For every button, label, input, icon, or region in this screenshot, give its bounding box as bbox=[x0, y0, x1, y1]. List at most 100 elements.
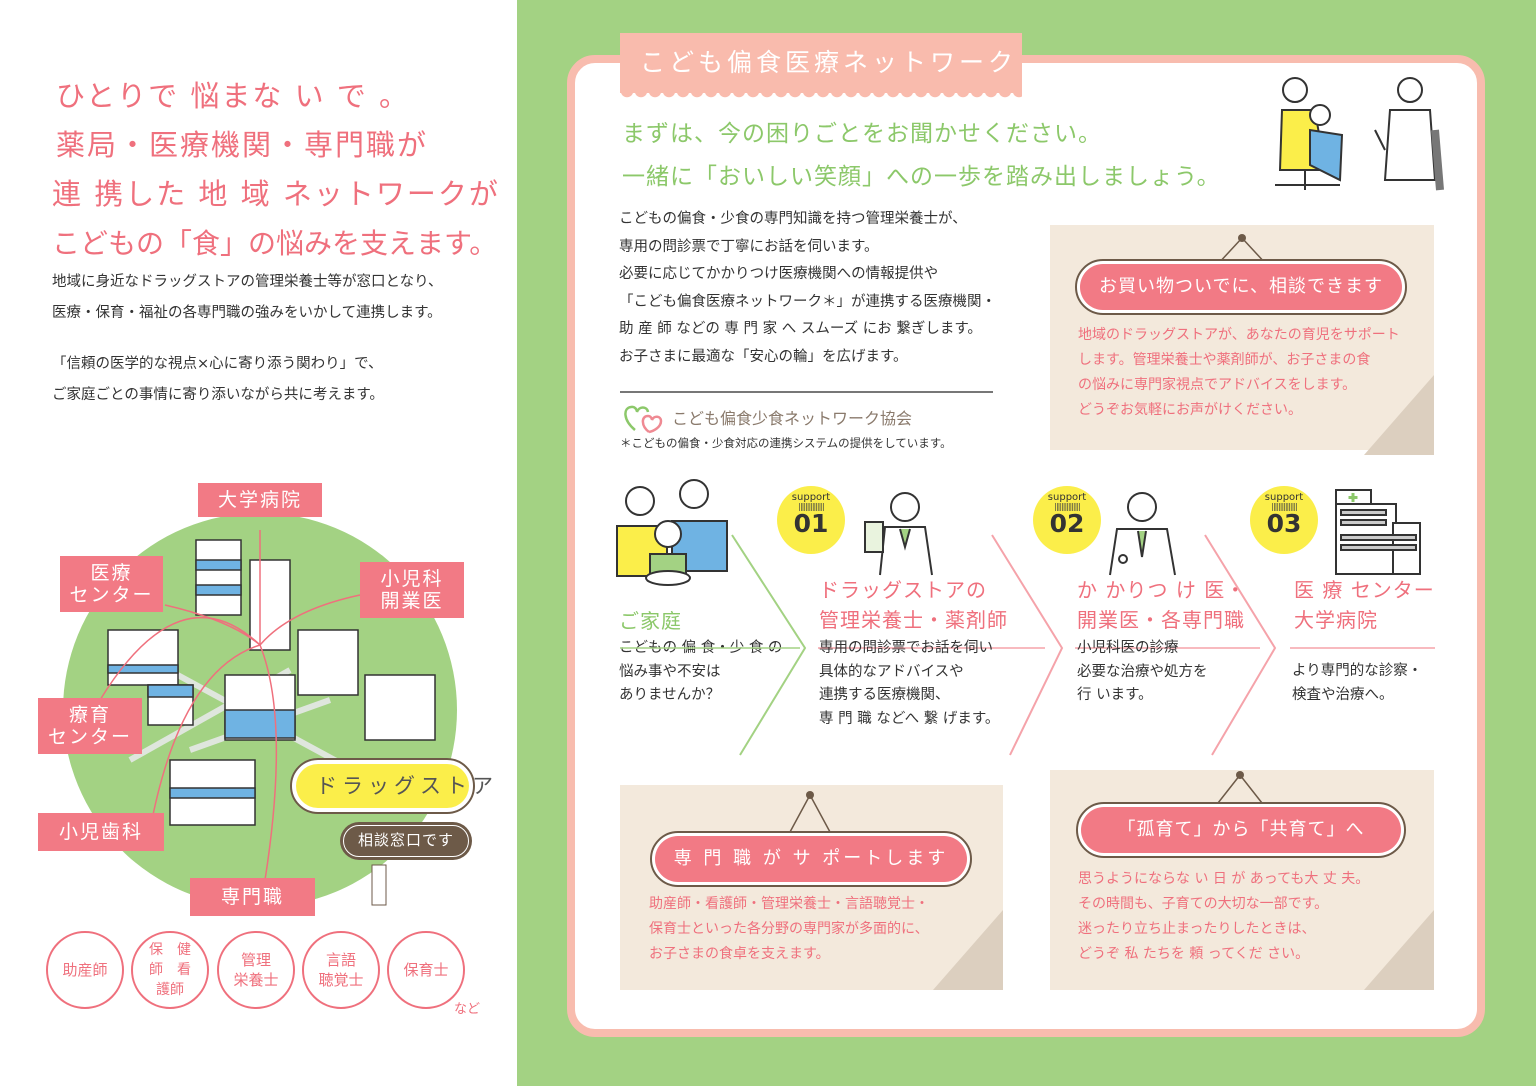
intro-text-2: 「信頼の医学的な視点×心に寄り添う関わり」で、 ご家庭ごとの事情に寄り添いながら… bbox=[52, 349, 384, 411]
headline: ひとりで 悩まな い で 。 薬局・医療機関・専門職が 連 携した 地 域 ネッ… bbox=[52, 72, 500, 268]
pharmacist-icon bbox=[864, 492, 933, 576]
title-line: か かりつ け 医・ bbox=[1077, 578, 1247, 602]
note-body: 助産師・看護師・管理栄養士・言語聴覚士・ 保育士といった各分野の専門家が多面的に… bbox=[649, 892, 929, 967]
consult-sign: 相談窓口です bbox=[340, 822, 472, 860]
hanger-icon bbox=[789, 791, 831, 833]
role-midwife: 助産師 bbox=[46, 931, 124, 1009]
flow-arrows bbox=[620, 534, 1435, 756]
association-name: こども偏食少食ネットワーク協会 bbox=[672, 409, 913, 428]
tag-specialist: 専門職 bbox=[190, 878, 315, 916]
text-line: 連携する医療機関、 bbox=[819, 687, 950, 703]
badge-label: support bbox=[1047, 492, 1087, 503]
text-line: 「こども偏食医療ネットワーク＊」が連携する医療機関・ bbox=[619, 293, 996, 310]
text-line: お子さまの食卓を支えます。 bbox=[649, 946, 830, 962]
text-line: の悩みに専門家視点でアドバイスをします。 bbox=[1078, 377, 1357, 393]
page-curl bbox=[933, 910, 1003, 990]
page-curl bbox=[1364, 910, 1434, 990]
step-1-title: ドラッグストアの管理栄養士・薬剤師 bbox=[819, 575, 1008, 635]
note-body: 思うようにならな い 日 が あっても大 丈 夫。 その時間も、子育ての大切な一… bbox=[1078, 867, 1369, 967]
drugstore-sign-label: ドラッグストア bbox=[296, 764, 493, 808]
step-3-title: 医 療 センター大学病院 bbox=[1294, 575, 1435, 635]
text-line: その時間も、子育ての大切な一部です。 bbox=[1078, 896, 1329, 912]
note-title: 「孤育て」から「共育て」へ bbox=[1081, 807, 1401, 853]
text-line: 行 います。 bbox=[1077, 687, 1153, 703]
network-title-tab: こども偏食医療ネットワーク bbox=[620, 33, 1022, 99]
family-text: こどもの 偏 食・少 食 の 悩み事や不安は ありませんか？ bbox=[619, 637, 782, 708]
lead-line: 一緒に「おいしい笑顔」への一歩を踏み出しましょう。 bbox=[622, 164, 1221, 190]
title-line: 開業医・各専門職 bbox=[1077, 608, 1245, 632]
badge-number: 02 bbox=[1049, 509, 1085, 538]
note-specialist-support: 専 門 職 が サ ポートします 助産師・看護師・管理栄養士・言語聴覚士・ 保育… bbox=[620, 785, 1003, 990]
role-speech-therapist: 言語 聴覚士 bbox=[302, 931, 380, 1009]
text-line: 具体的なアドバイスや bbox=[819, 663, 964, 680]
text-line: どうぞお気軽にお声がけください。 bbox=[1078, 402, 1302, 418]
tag-medical-center: 医療 センター bbox=[60, 556, 163, 612]
note-title: 専 門 職 が サ ポートします bbox=[655, 836, 967, 882]
note-shopping-consult: お買い物ついでに、相談できます 地域のドラッグストアが、あなたの育児をサポート … bbox=[1050, 225, 1434, 455]
text-line: 「信頼の医学的な視点×心に寄り添う関わり」で、 bbox=[52, 356, 383, 372]
step-3-text: より専門的な診察・ 検査や治療へ。 bbox=[1292, 660, 1422, 707]
text-line: お子さまに最適な「安心の輪」を広げます。 bbox=[619, 348, 908, 365]
text-line: ありませんか？ bbox=[619, 687, 721, 703]
badge-number: 03 bbox=[1266, 509, 1302, 538]
role-dietitian: 管理 栄養士 bbox=[217, 931, 295, 1009]
description: こどもの偏食・少食の専門知識を持つ管理栄養士が、 専用の問診票で丁寧にお話を伺い… bbox=[619, 206, 996, 371]
support-badge-03: support|||||||||||||||03 bbox=[1250, 486, 1318, 554]
text-line: 助産師・看護師・管理栄養士・言語聴覚士・ bbox=[649, 896, 929, 912]
step-2-text: 小児科医の診療 必要な治療や処方を 行 います。 bbox=[1077, 637, 1208, 708]
role-childcare-worker: 保育士 bbox=[387, 931, 465, 1009]
lead-text: まずは、今の困りごとをお聞かせください。 一緒に「おいしい笑顔」への一歩を踏み出… bbox=[622, 113, 1221, 199]
note-body: 地域のドラッグストアが、あなたの育児をサポート します。管理栄養士や薬剤師が、お… bbox=[1078, 323, 1400, 423]
step-2-title: か かりつ け 医・開業医・各専門職 bbox=[1077, 575, 1246, 635]
text-line: 保育士といった各分野の専門家が多面的に、 bbox=[649, 921, 929, 937]
tag-pediatric-clinic: 小児科 開業医 bbox=[360, 562, 464, 618]
support-badge-01: support|||||||||||||||01 bbox=[777, 486, 845, 554]
headline-line: 薬局・医療機関・専門職が bbox=[56, 128, 429, 162]
roles-suffix: など bbox=[454, 1002, 481, 1017]
doctor-icon bbox=[1109, 492, 1176, 576]
tag-university-hospital: 大学病院 bbox=[198, 483, 322, 517]
lead-line: まずは、今の困りごとをお聞かせください。 bbox=[622, 121, 1102, 147]
note-title: お買い物ついでに、相談できます bbox=[1080, 264, 1402, 310]
title-line: 管理栄養士・薬剤師 bbox=[819, 608, 1008, 632]
consult-sign-label: 相談窓口です bbox=[343, 825, 469, 857]
title-line: 大学病院 bbox=[1294, 608, 1378, 632]
text-line: 悩み事や不安は bbox=[619, 663, 721, 680]
text-line: します。管理栄養士や薬剤師が、お子さまの食 bbox=[1078, 352, 1371, 368]
network-map: 大学病院 医療 センター 小児科 開業医 療育 センター 小児歯科 専門職 ドラ… bbox=[30, 470, 500, 920]
badge-label: support bbox=[791, 492, 831, 503]
badge-label: support bbox=[1264, 492, 1304, 503]
tag-pediatric-dental: 小児歯科 bbox=[38, 813, 164, 851]
footnote: ＊こどもの偏食・少食対応の連携システムの提供をしています。 bbox=[620, 436, 952, 450]
role-public-health-nurse: 保 健 師 看 護師 bbox=[131, 931, 209, 1009]
tag-rehab-center: 療育 センター bbox=[38, 698, 142, 754]
hanger-icon bbox=[1217, 771, 1263, 804]
note-shared-parenting: 「孤育て」から「共育て」へ 思うようにならな い 日 が あっても大 丈 夫。 … bbox=[1050, 770, 1434, 990]
text-line: 助 産 師 などの 専 門 家 へ スムーズ にお 繋ぎします。 bbox=[619, 321, 982, 337]
text-line: 小児科医の診療 bbox=[1077, 640, 1179, 656]
title-line: ドラッグストアの bbox=[819, 578, 987, 602]
page-curl bbox=[1364, 375, 1434, 455]
text-line: 専用の問診票で丁寧にお話を伺います。 bbox=[619, 238, 879, 255]
headline-line: ひとりで 悩まな い で 。 bbox=[56, 79, 411, 113]
drugstore-sign: ドラッグストア bbox=[290, 758, 493, 814]
text-line: 地域のドラッグストアが、あなたの育児をサポート bbox=[1078, 327, 1400, 343]
text-line: 検査や治療へ。 bbox=[1292, 686, 1394, 703]
divider bbox=[620, 391, 993, 393]
worried-family-illustration bbox=[616, 479, 728, 586]
family-title: ご家庭 bbox=[619, 609, 682, 633]
badge-number: 01 bbox=[793, 509, 829, 538]
text-line: 地域に身近なドラッグストアの管理栄養士等が窓口となり、 bbox=[52, 274, 443, 290]
title-line: 医 療 センター bbox=[1294, 578, 1435, 602]
support-badge-02: support|||||||||||||||02 bbox=[1033, 486, 1101, 554]
text-line: 必要に応じてかかりつけ医療機関への情報提供や bbox=[619, 266, 939, 282]
step-1-text: 専用の問診票でお話を伺い 具体的なアドバイスや 連携する医療機関、 専 門 職 … bbox=[819, 637, 999, 731]
text-line: どうぞ 私 たちを 頼 ってくだ さい。 bbox=[1078, 946, 1310, 962]
headline-line: 連 携した 地 域 ネットワークが bbox=[52, 177, 500, 211]
text-line: 迷ったり立ち止まったりしたときは、 bbox=[1078, 921, 1316, 937]
text-line: 思うようにならな い 日 が あっても大 丈 夫。 bbox=[1078, 871, 1370, 887]
text-line: ご家庭ごとの事情に寄り添いながら共に考えます。 bbox=[52, 387, 384, 403]
headline-line: こどもの「食」の悩みを支えます。 bbox=[52, 227, 498, 260]
intro-text: 地域に身近なドラッグストアの管理栄養士等が窓口となり、 医療・保育・福祉の各専門… bbox=[52, 267, 442, 329]
text-line: 専 門 職 などへ 繋 げます。 bbox=[819, 710, 1000, 727]
